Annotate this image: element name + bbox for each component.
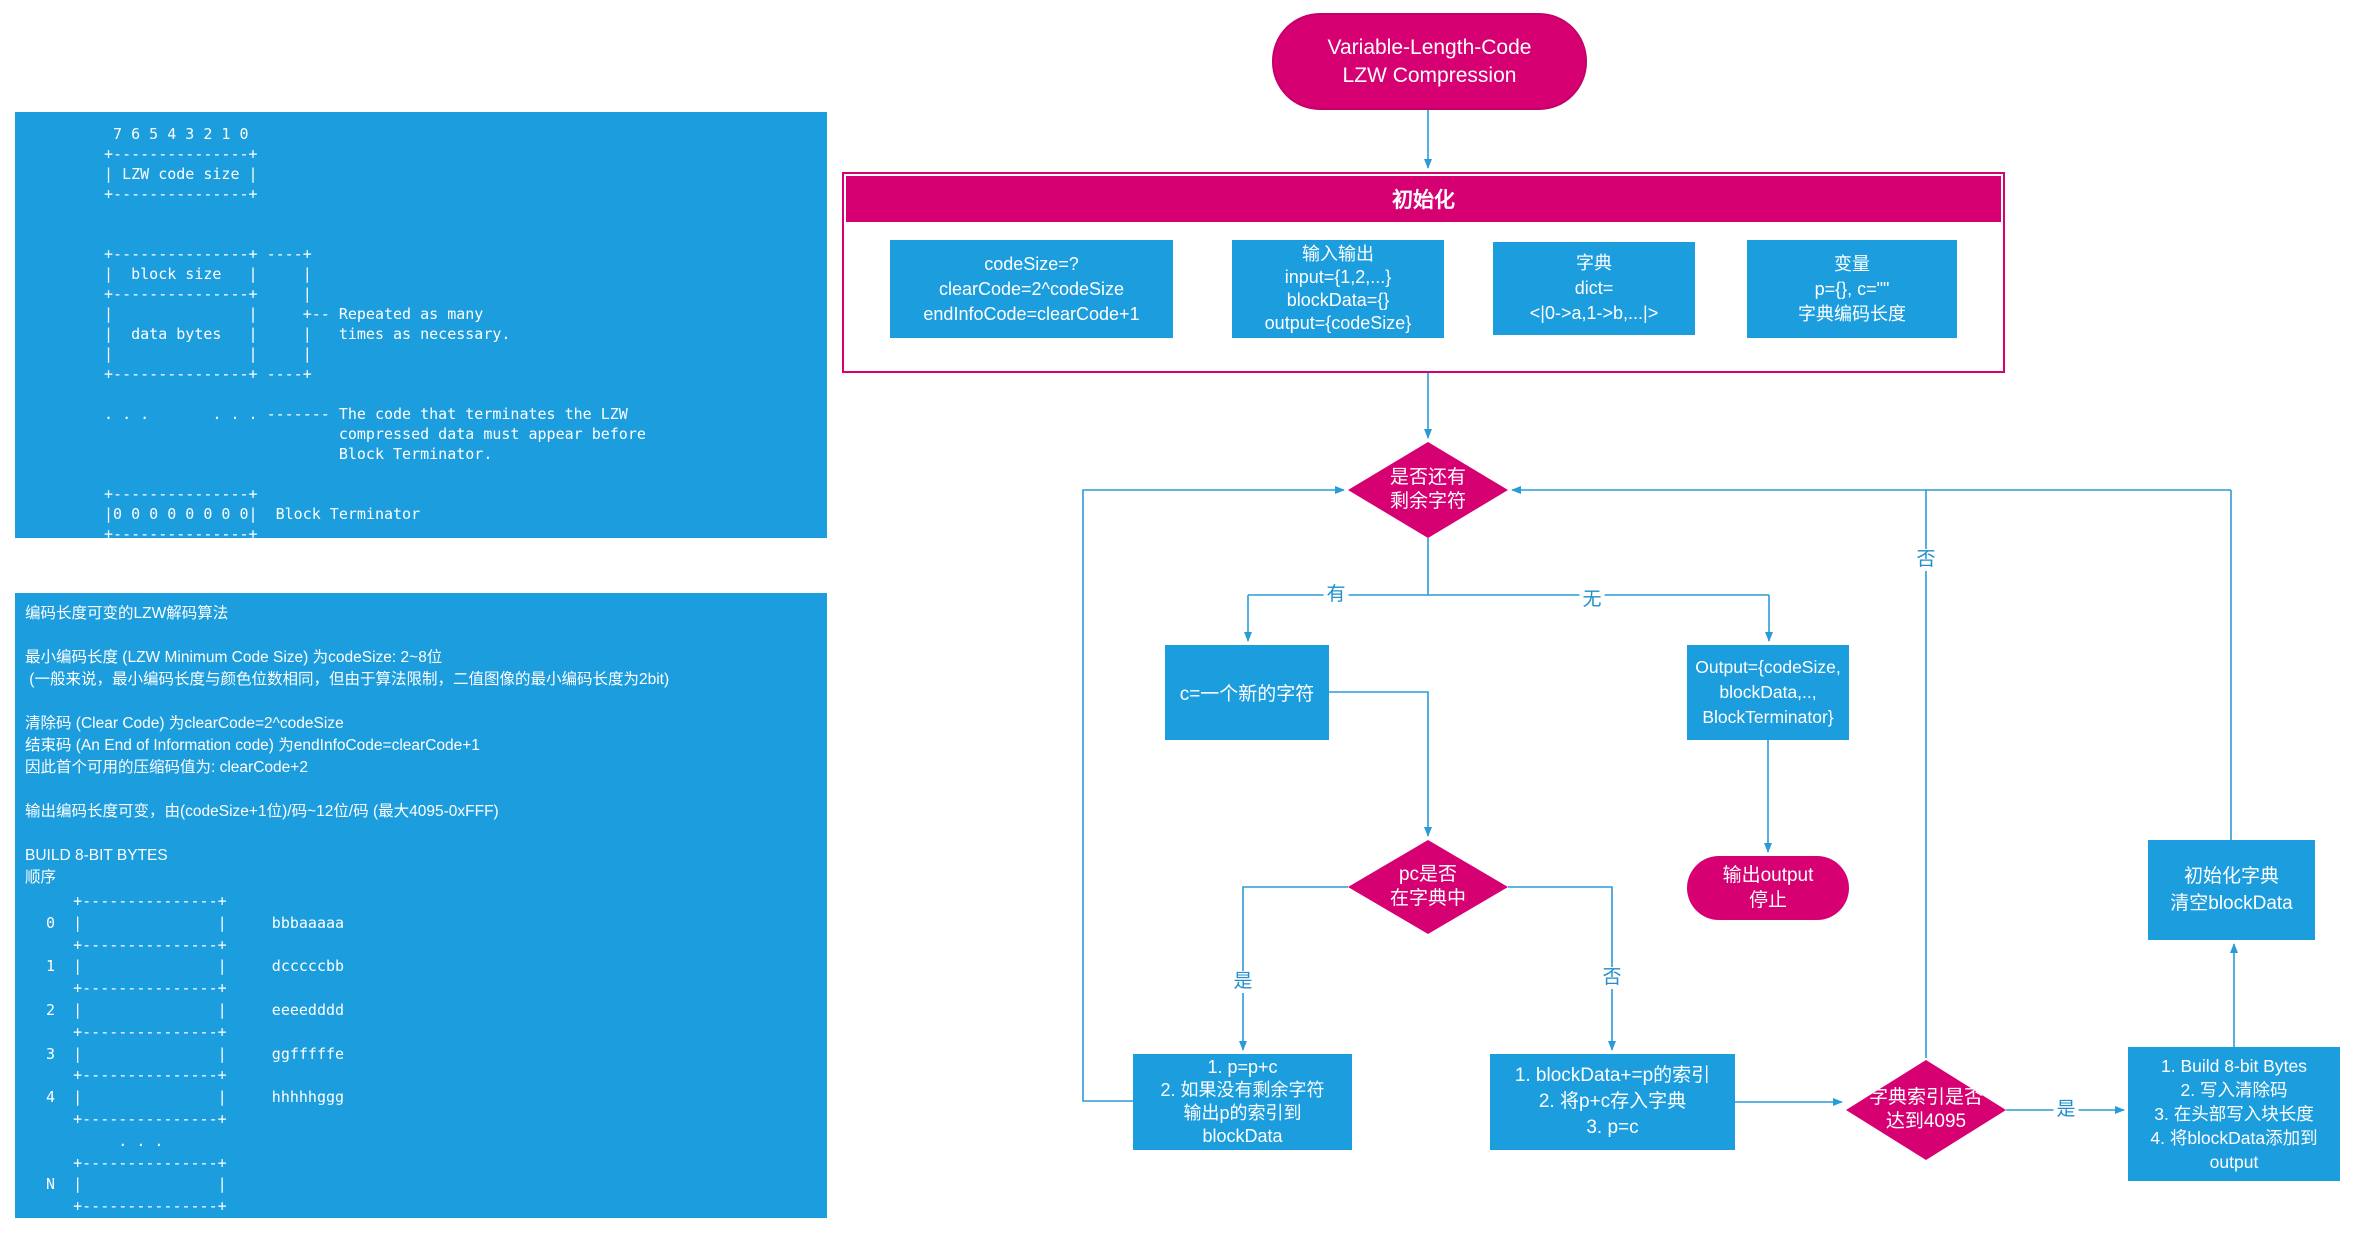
process-line: c=一个新的字符	[1179, 684, 1315, 705]
init-box-line: 变量	[1834, 253, 1870, 274]
edge-label-in-dict-yes: 是	[1230, 971, 1256, 993]
start-terminal: Variable-Length-Code LZW Compression	[1272, 13, 1587, 110]
notes-line: 编码长度可变的LZW解码算法	[25, 605, 229, 622]
init-box-line: 字典编码长度	[1798, 303, 1906, 324]
decision-line: 字典索引是否	[1868, 1087, 1983, 1108]
process-reinit-dict: 初始化字典 清空blockData	[2148, 840, 2315, 940]
edge-p-append-loop-to-has-chars	[1082, 486, 1345, 1102]
stop-line: 停止	[1748, 890, 1787, 911]
start-line: LZW Compression	[1342, 63, 1517, 87]
process-line: 输出p的索引到	[1183, 1103, 1302, 1123]
init-box-line: input={1,2,...}	[1284, 267, 1392, 287]
process-line: 1. blockData+=p的索引	[1514, 1065, 1711, 1086]
process-line: output	[2209, 1152, 2259, 1172]
decision-line: 在字典中	[1389, 888, 1466, 909]
edge-pc-yes-to-p-append	[1239, 886, 1348, 1051]
init-box-codes: codeSize=? clearCode=2^codeSize endInfoC…	[890, 240, 1173, 338]
init-box-line: 字典	[1576, 253, 1612, 273]
notes-line: 输出编码长度可变，由(codeSize+1位)/码~12位/码 (最大4095-…	[25, 803, 499, 820]
init-section-header: 初始化	[846, 176, 2001, 222]
notes-text: 编码长度可变的LZW解码算法 最小编码长度 (LZW Minimum Code …	[15, 593, 827, 889]
notes-line: 最小编码长度 (LZW Minimum Code Size) 为codeSize…	[25, 649, 443, 666]
notes-line: 结束码 (An End of Information code) 为endInf…	[25, 737, 480, 754]
process-final-output: Output={codeSize, blockData,.., BlockTer…	[1687, 645, 1849, 740]
process-block-append: 1. blockData+=p的索引 2. 将p+c存入字典 3. p=c	[1490, 1054, 1735, 1150]
process-read-new-char: c=一个新的字符	[1165, 645, 1329, 740]
process-line: 2. 如果没有剩余字符	[1160, 1080, 1325, 1100]
build-bytes-title: BUILD 8-BIT BYTES	[25, 847, 168, 864]
edge-label-dict-full-yes: 是	[2053, 1099, 2079, 1121]
notes-panel: 编码长度可变的LZW解码算法 最小编码长度 (LZW Minimum Code …	[15, 593, 827, 1218]
process-line: 清空blockData	[2170, 893, 2293, 914]
stop-terminal: 输出output 停止	[1687, 856, 1849, 920]
init-box-line: dict=	[1574, 278, 1614, 298]
notes-line: (一般来说，最小编码长度与颜色位数相同，但由于算法限制，二值图像的最小编码长度为…	[25, 671, 670, 688]
edge-label-in-dict-no: 否	[1599, 967, 1625, 989]
stop-line: 输出output	[1722, 865, 1814, 886]
order-label: 顺序	[25, 869, 57, 886]
init-box-line: p={}, c=""	[1814, 278, 1890, 299]
init-box-line: codeSize=?	[984, 253, 1079, 274]
byte-structure-panel: 7 6 5 4 3 2 1 0 +---------------+ | LZW …	[15, 112, 827, 543]
process-line: 1. Build 8-bit Bytes	[2161, 1056, 2307, 1076]
notes-line: 清除码 (Clear Code) 为clearCode=2^codeSize	[25, 715, 344, 732]
process-line: 3. 在头部写入块长度	[2154, 1104, 2314, 1124]
process-p-append: 1. p=p+c 2. 如果没有剩余字符 输出p的索引到 blockData	[1133, 1054, 1352, 1150]
decision-line: pc是否	[1398, 864, 1458, 885]
edge-label-dict-full-no: 否	[1913, 549, 1939, 571]
byte-structure-ascii-art: 7 6 5 4 3 2 1 0 +---------------+ | LZW …	[104, 125, 646, 543]
process-line: 2. 写入清除码	[2180, 1080, 2288, 1100]
init-box-line: endInfoCode=clearCode+1	[923, 303, 1140, 324]
process-line: 3. p=c	[1586, 1117, 1639, 1138]
init-box-line: clearCode=2^codeSize	[938, 278, 1125, 299]
decision-line: 是否还有	[1389, 467, 1466, 488]
edge-pc-no-to-block-append	[1508, 886, 1616, 1051]
init-box-io: 输入输出 input={1,2,...} blockData={} output…	[1232, 240, 1444, 338]
process-line: BlockTerminator}	[1702, 707, 1834, 727]
edge-label-none: 无	[1579, 589, 1605, 611]
process-line: blockData,..,	[1719, 682, 1817, 702]
init-box-line: output={codeSize}	[1264, 313, 1412, 333]
process-line: 1. p=p+c	[1207, 1057, 1278, 1077]
process-line: blockData	[1202, 1126, 1283, 1146]
process-line: 2. 将p+c存入字典	[1538, 1091, 1687, 1112]
init-box-line: <|0->a,1->b,...|>	[1529, 303, 1659, 323]
process-line: 初始化字典	[2183, 866, 2279, 887]
edge-label-have: 有	[1323, 584, 1349, 606]
init-box-line: blockData={}	[1286, 290, 1390, 310]
notes-line: 因此首个可用的压缩码值为: clearCode+2	[25, 759, 308, 776]
init-box-line: 输入输出	[1302, 244, 1374, 264]
init-box-vars: 变量 p={}, c="" 字典编码长度	[1747, 240, 1957, 338]
byte-order-ascii-table: +---------------+ 0 | | bbbaaaaa +------…	[46, 892, 345, 1216]
decision-line: 达到4095	[1885, 1111, 1967, 1132]
process-line: 4. 将blockData添加到	[2150, 1128, 2318, 1148]
process-build-bytes: 1. Build 8-bit Bytes 2. 写入清除码 3. 在头部写入块长…	[2128, 1047, 2340, 1181]
init-box-dict: 字典 dict= <|0->a,1->b,...|>	[1493, 242, 1695, 335]
decision-line: 剩余字符	[1389, 491, 1466, 512]
start-line: Variable-Length-Code	[1327, 35, 1532, 59]
edge-new-char-to-pc-check	[1329, 691, 1432, 837]
process-line: Output={codeSize,	[1695, 657, 1841, 677]
